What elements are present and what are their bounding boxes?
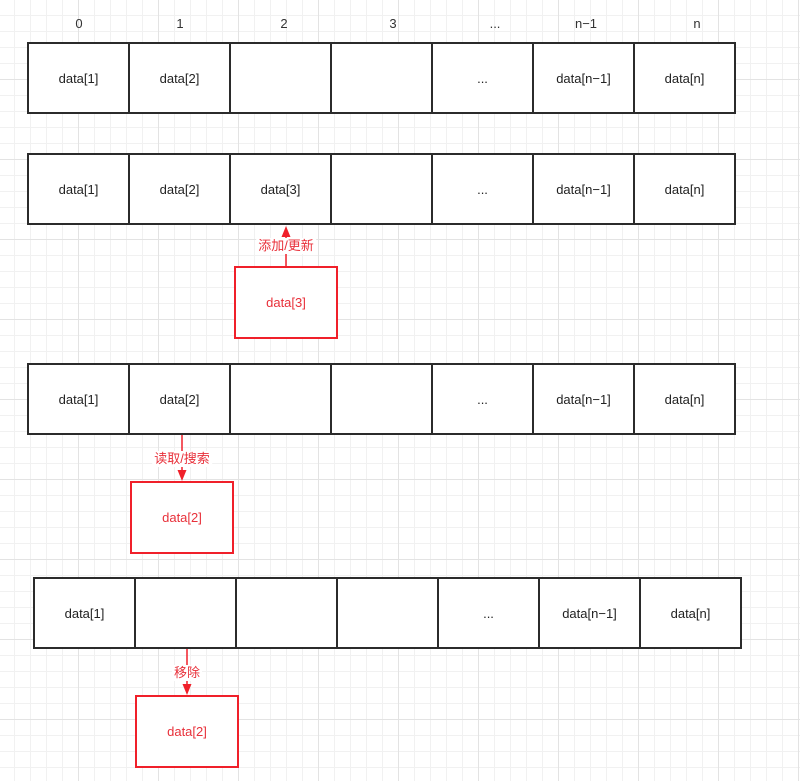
array-cell-target <box>134 577 237 649</box>
array-cell <box>235 577 338 649</box>
array-cell: data[n−1] <box>532 153 635 225</box>
array-cell: data[1] <box>27 153 130 225</box>
array-row-initial: data[1] data[2] ... data[n−1] data[n] <box>27 42 736 114</box>
index-label: n <box>693 16 701 31</box>
index-label: ... <box>489 16 501 31</box>
array-row-add: data[1] data[2] data[3] ... data[n−1] da… <box>27 153 736 225</box>
array-cell: data[2] <box>128 42 231 114</box>
array-cell: data[n] <box>639 577 742 649</box>
array-cell <box>330 363 433 435</box>
array-cell: ... <box>431 363 534 435</box>
index-label: 0 <box>75 16 83 31</box>
array-cell <box>336 577 439 649</box>
index-label: n−1 <box>574 16 598 31</box>
array-cell-target: data[2] <box>128 363 231 435</box>
array-cell <box>229 363 332 435</box>
read-search-label: 读取/搜索 <box>152 451 212 467</box>
array-cell: ... <box>431 42 534 114</box>
array-cell: data[n−1] <box>532 363 635 435</box>
read-element-box: data[2] <box>130 481 234 554</box>
array-cell-target: data[3] <box>229 153 332 225</box>
array-cell <box>330 153 433 225</box>
array-cell: data[1] <box>33 577 136 649</box>
array-cell <box>330 42 433 114</box>
array-row-read: data[1] data[2] ... data[n−1] data[n] <box>27 363 736 435</box>
array-cell: data[n] <box>633 42 736 114</box>
array-cell: ... <box>431 153 534 225</box>
array-cell: ... <box>437 577 540 649</box>
index-label: 1 <box>176 16 184 31</box>
array-cell: data[n] <box>633 153 736 225</box>
array-cell: data[1] <box>27 42 130 114</box>
array-cell <box>229 42 332 114</box>
array-cell: data[1] <box>27 363 130 435</box>
array-cell: data[n−1] <box>532 42 635 114</box>
array-cell: data[n] <box>633 363 736 435</box>
add-update-label: 添加/更新 <box>256 238 316 254</box>
index-label: 2 <box>280 16 288 31</box>
index-label: 3 <box>389 16 397 31</box>
array-cell: data[n−1] <box>538 577 641 649</box>
array-cell: data[2] <box>128 153 231 225</box>
removed-element-box: data[2] <box>135 695 239 768</box>
remove-label: 移除 <box>171 665 203 681</box>
add-element-box: data[3] <box>234 266 338 339</box>
array-row-remove: data[1] ... data[n−1] data[n] <box>33 577 742 649</box>
